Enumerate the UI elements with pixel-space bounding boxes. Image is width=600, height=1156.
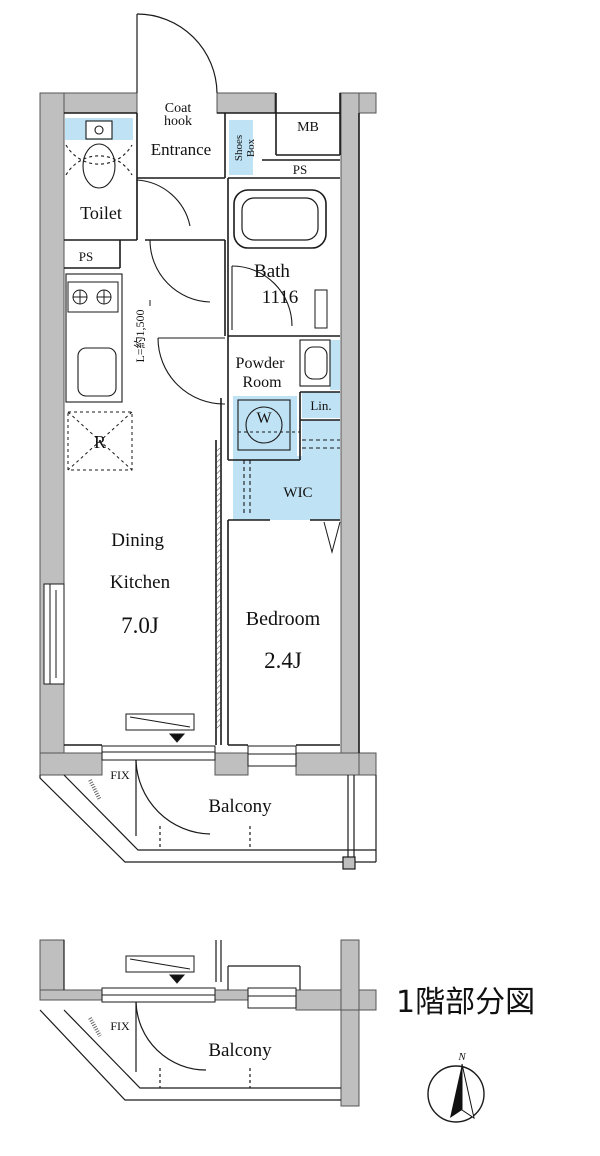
bath-label: Bath bbox=[254, 261, 290, 282]
powder-door bbox=[157, 337, 226, 405]
hall-door bbox=[149, 239, 211, 303]
partial-view-title: 1階部分図 bbox=[396, 985, 535, 1020]
kitchen-sink bbox=[65, 273, 123, 403]
dining-line: Dining bbox=[111, 530, 164, 551]
entrance-label: Entrance bbox=[151, 140, 211, 159]
shoes-line: Shoes bbox=[233, 135, 245, 161]
washer-label: W bbox=[256, 410, 272, 427]
partial-ac bbox=[125, 955, 195, 984]
stove bbox=[67, 281, 119, 313]
washbasin bbox=[299, 339, 331, 387]
wic-shelves bbox=[243, 439, 340, 516]
air-conditioner bbox=[125, 713, 195, 743]
partial-balcony-label: Balcony bbox=[208, 1040, 272, 1061]
compass-icon: N bbox=[427, 1051, 485, 1123]
bath-size-label: 1116 bbox=[262, 287, 299, 308]
wet-areas bbox=[65, 118, 340, 520]
toilet-fixture bbox=[65, 120, 133, 189]
bedroom-size: 2.4J bbox=[264, 648, 302, 673]
bathtub bbox=[233, 189, 328, 329]
partial-lines bbox=[39, 940, 341, 1101]
wic-label: WIC bbox=[283, 485, 312, 501]
fridge-label: R bbox=[94, 432, 106, 452]
kitchen-window bbox=[43, 583, 65, 685]
bath-door bbox=[231, 265, 293, 330]
fix-label: FIX bbox=[110, 768, 130, 782]
kitchen-length-label: L=約1,500 bbox=[132, 309, 147, 362]
partial-walls bbox=[39, 939, 377, 1107]
coat-hook-line1: Coat bbox=[165, 101, 192, 116]
powder-room-line2: Room bbox=[242, 374, 282, 391]
washer bbox=[237, 399, 300, 451]
partial-windows bbox=[101, 987, 297, 1009]
linen-label: Lin. bbox=[310, 398, 331, 413]
partial-fix-label: FIX bbox=[110, 1019, 130, 1033]
balcony-windows bbox=[101, 745, 297, 767]
dining-kitchen-label: Dining Kitchen bbox=[110, 530, 171, 593]
toilet-door bbox=[136, 179, 191, 240]
balcony-label: Balcony bbox=[208, 796, 272, 817]
ps-left-label: PS bbox=[79, 249, 93, 264]
powder-room-label: Powder Room bbox=[236, 355, 289, 391]
coat-hook-line2: hook bbox=[164, 114, 192, 129]
kitchen-line: Kitchen bbox=[110, 572, 171, 593]
fridge-space bbox=[67, 411, 133, 471]
mb-label: MB bbox=[297, 120, 319, 135]
sliding-door bbox=[216, 448, 221, 730]
compass-north-label: N bbox=[457, 1051, 466, 1063]
bedroom-label: Bedroom bbox=[246, 608, 321, 630]
shoes-box-label: ShoesBox bbox=[233, 135, 257, 161]
dining-kitchen-size: 7.0J bbox=[121, 613, 159, 638]
ps-top-label: PS bbox=[293, 162, 307, 177]
toilet-label: Toilet bbox=[80, 203, 122, 223]
entrance-door bbox=[136, 13, 218, 94]
wic-door bbox=[323, 521, 341, 554]
partial-plan: FIX Balcony 1階部分図 N bbox=[39, 939, 535, 1123]
box-line: Box bbox=[245, 138, 257, 157]
balcony bbox=[39, 759, 377, 870]
powder-room-line1: Powder bbox=[236, 355, 286, 372]
